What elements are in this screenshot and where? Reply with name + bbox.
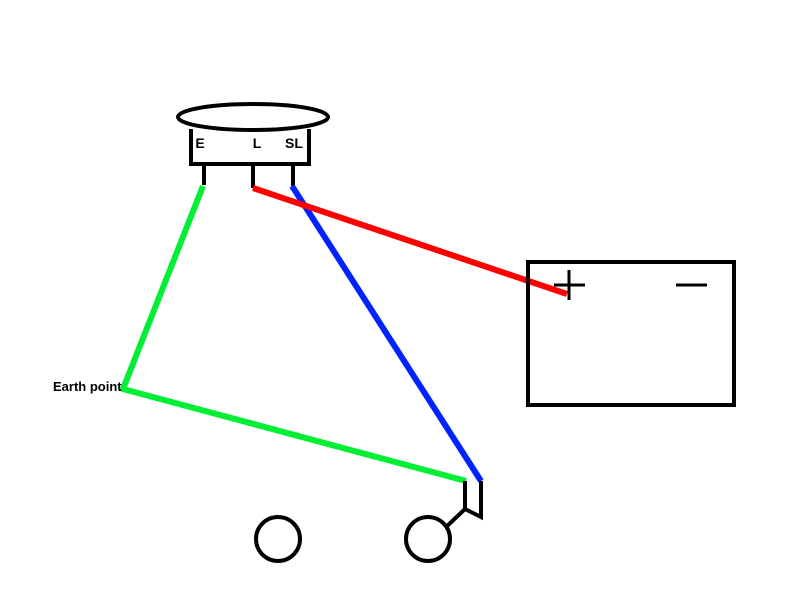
lamp-top-ellipse: [176, 102, 330, 132]
terminal-label-live: L: [253, 135, 262, 151]
battery-positive-terminal: [554, 270, 585, 300]
earth-point-label: Earth point: [53, 379, 122, 394]
terminal-label-switched-live: SL: [285, 135, 303, 151]
battery: [526, 260, 736, 407]
switch-circle-left: [254, 515, 302, 563]
lamp-holder: E L SL: [176, 102, 330, 188]
terminal-label-earth: E: [195, 135, 204, 151]
switch-circle-right: [404, 515, 452, 563]
earth-wire: [120, 184, 467, 484]
battery-body: [526, 260, 736, 407]
switch-contact-right: [464, 481, 483, 521]
switch-assembly: [254, 481, 483, 563]
switch-lever: [444, 507, 467, 529]
switched-live-wire: [289, 184, 484, 483]
live-wire: [252, 185, 568, 297]
lamp-body-outline: [189, 129, 311, 166]
